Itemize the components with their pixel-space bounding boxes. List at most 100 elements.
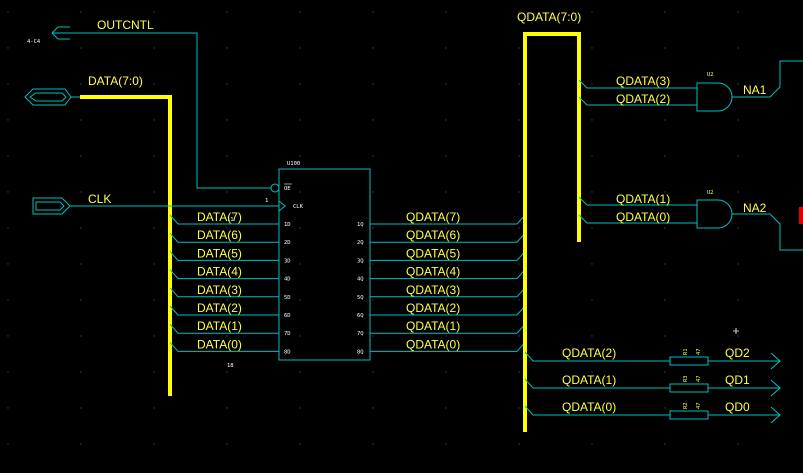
grid-dot xyxy=(7,191,9,193)
data-input-rows: DATA(7)DATA(6)DATA(5)DATA(4)DATA(3)DATA(… xyxy=(169,210,279,352)
gate2-body xyxy=(696,199,733,229)
grid-dot xyxy=(299,191,301,193)
data-input-wire xyxy=(169,251,279,261)
resistor-in-label: QDATA(0) xyxy=(562,400,616,414)
grid-dot xyxy=(7,47,9,49)
grid-dot xyxy=(299,407,301,409)
grid-dot xyxy=(153,371,155,373)
grid-dot xyxy=(372,299,374,301)
gate2-out: NA2 xyxy=(743,201,767,215)
resistor-out-label: QD2 xyxy=(725,346,750,360)
grid-dot xyxy=(226,119,228,121)
latch-u100[interactable]: U100 OE CLK 1 11 18 1D2D3D4D5D6D7D8D1Q2Q… xyxy=(227,161,371,369)
resistor-body xyxy=(669,410,709,420)
grid-dot xyxy=(518,443,520,445)
grid-dot xyxy=(226,11,228,13)
grid-dot xyxy=(226,191,228,193)
outcntl-port[interactable]: 4-C4 OUTCNTL xyxy=(27,18,271,189)
q-output-rows: QDATA(7)QDATA(6)QDATA(5)QDATA(4)QDATA(3)… xyxy=(370,210,526,352)
q-output-wire xyxy=(370,323,526,334)
clk-port[interactable]: CLK xyxy=(32,192,279,215)
grid-dot xyxy=(80,299,82,301)
q-output-wire xyxy=(370,214,526,225)
resistor-out-arrow xyxy=(708,406,781,424)
grid-dot xyxy=(153,299,155,301)
grid-dot xyxy=(591,155,593,157)
grid-dot xyxy=(518,407,520,409)
grid-dot xyxy=(372,155,374,157)
latch-q-pin: 6Q xyxy=(357,313,364,319)
grid-dot xyxy=(737,47,739,49)
nand-gate-na2[interactable]: QDATA(1) QDATA(0) U2 NA2 xyxy=(578,190,803,251)
qdata-bus xyxy=(523,32,581,432)
grid-dots xyxy=(7,11,739,445)
data-input-wire xyxy=(169,269,279,280)
q-output-label: QDATA(1) xyxy=(406,319,460,333)
grid-dot xyxy=(664,443,666,445)
grid-dot xyxy=(737,83,739,85)
nand-gate-na1[interactable]: QDATA(3) QDATA(2) U2 NA1 xyxy=(578,60,803,112)
latch-pin18: 18 xyxy=(227,363,234,369)
gate1-in-b: QDATA(2) xyxy=(616,92,670,106)
grid-dot xyxy=(80,47,82,49)
grid-dot xyxy=(80,191,82,193)
latch-d-pin: 3D xyxy=(284,258,291,264)
grid-dot xyxy=(445,299,447,301)
grid-dot xyxy=(7,407,9,409)
data-input-label: DATA(4) xyxy=(197,265,242,279)
resistor-ref: R1 xyxy=(683,348,689,355)
grid-dot xyxy=(664,47,666,49)
grid-dot xyxy=(372,119,374,121)
latch-d-pin: 6D xyxy=(284,313,291,319)
gate1-out: NA1 xyxy=(743,83,767,97)
grid-dot xyxy=(518,263,520,265)
q-output-label: QDATA(5) xyxy=(406,246,460,260)
grid-dot xyxy=(226,371,228,373)
grid-dot xyxy=(226,227,228,229)
grid-dot xyxy=(7,263,9,265)
grid-dot xyxy=(591,119,593,121)
grid-dot xyxy=(737,11,739,13)
grid-dot xyxy=(299,263,301,265)
grid-dot xyxy=(664,299,666,301)
resistor-in-label: QDATA(2) xyxy=(562,346,616,360)
latch-d-pin: 5D xyxy=(284,295,291,301)
latch-d-pin: 7D xyxy=(284,331,291,337)
grid-dot xyxy=(737,155,739,157)
data-bus-port[interactable]: DATA(7:0) xyxy=(24,74,172,396)
grid-dot xyxy=(372,443,374,445)
grid-dot xyxy=(153,443,155,445)
latch-q-pin: 4Q xyxy=(357,277,364,283)
data-input-label: DATA(6) xyxy=(197,228,242,242)
grid-dot xyxy=(299,11,301,13)
outcntl-pin-label: 4-C4 xyxy=(27,39,41,45)
data-input-label: DATA(7) xyxy=(197,210,242,224)
grid-dot xyxy=(153,263,155,265)
latch-d-pin: 8D xyxy=(284,349,291,355)
q-output-label: QDATA(6) xyxy=(406,228,460,242)
latch-pin1: 1 xyxy=(265,198,268,204)
data-input-label: DATA(5) xyxy=(197,246,242,260)
grid-dot xyxy=(80,263,82,265)
grid-dot xyxy=(445,443,447,445)
resistor-out-arrow xyxy=(708,352,781,370)
grid-dot xyxy=(226,155,228,157)
grid-dot xyxy=(153,11,155,13)
grid-dot xyxy=(445,83,447,85)
q-output-wire xyxy=(370,287,526,298)
gate2-in-a: QDATA(1) xyxy=(616,192,670,206)
grid-dot xyxy=(591,11,593,13)
grid-dot xyxy=(372,47,374,49)
grid-dot xyxy=(299,443,301,445)
grid-dot xyxy=(518,119,520,121)
grid-dot xyxy=(518,155,520,157)
grid-dot xyxy=(80,11,82,13)
grid-dot xyxy=(591,407,593,409)
grid-dot xyxy=(664,263,666,265)
